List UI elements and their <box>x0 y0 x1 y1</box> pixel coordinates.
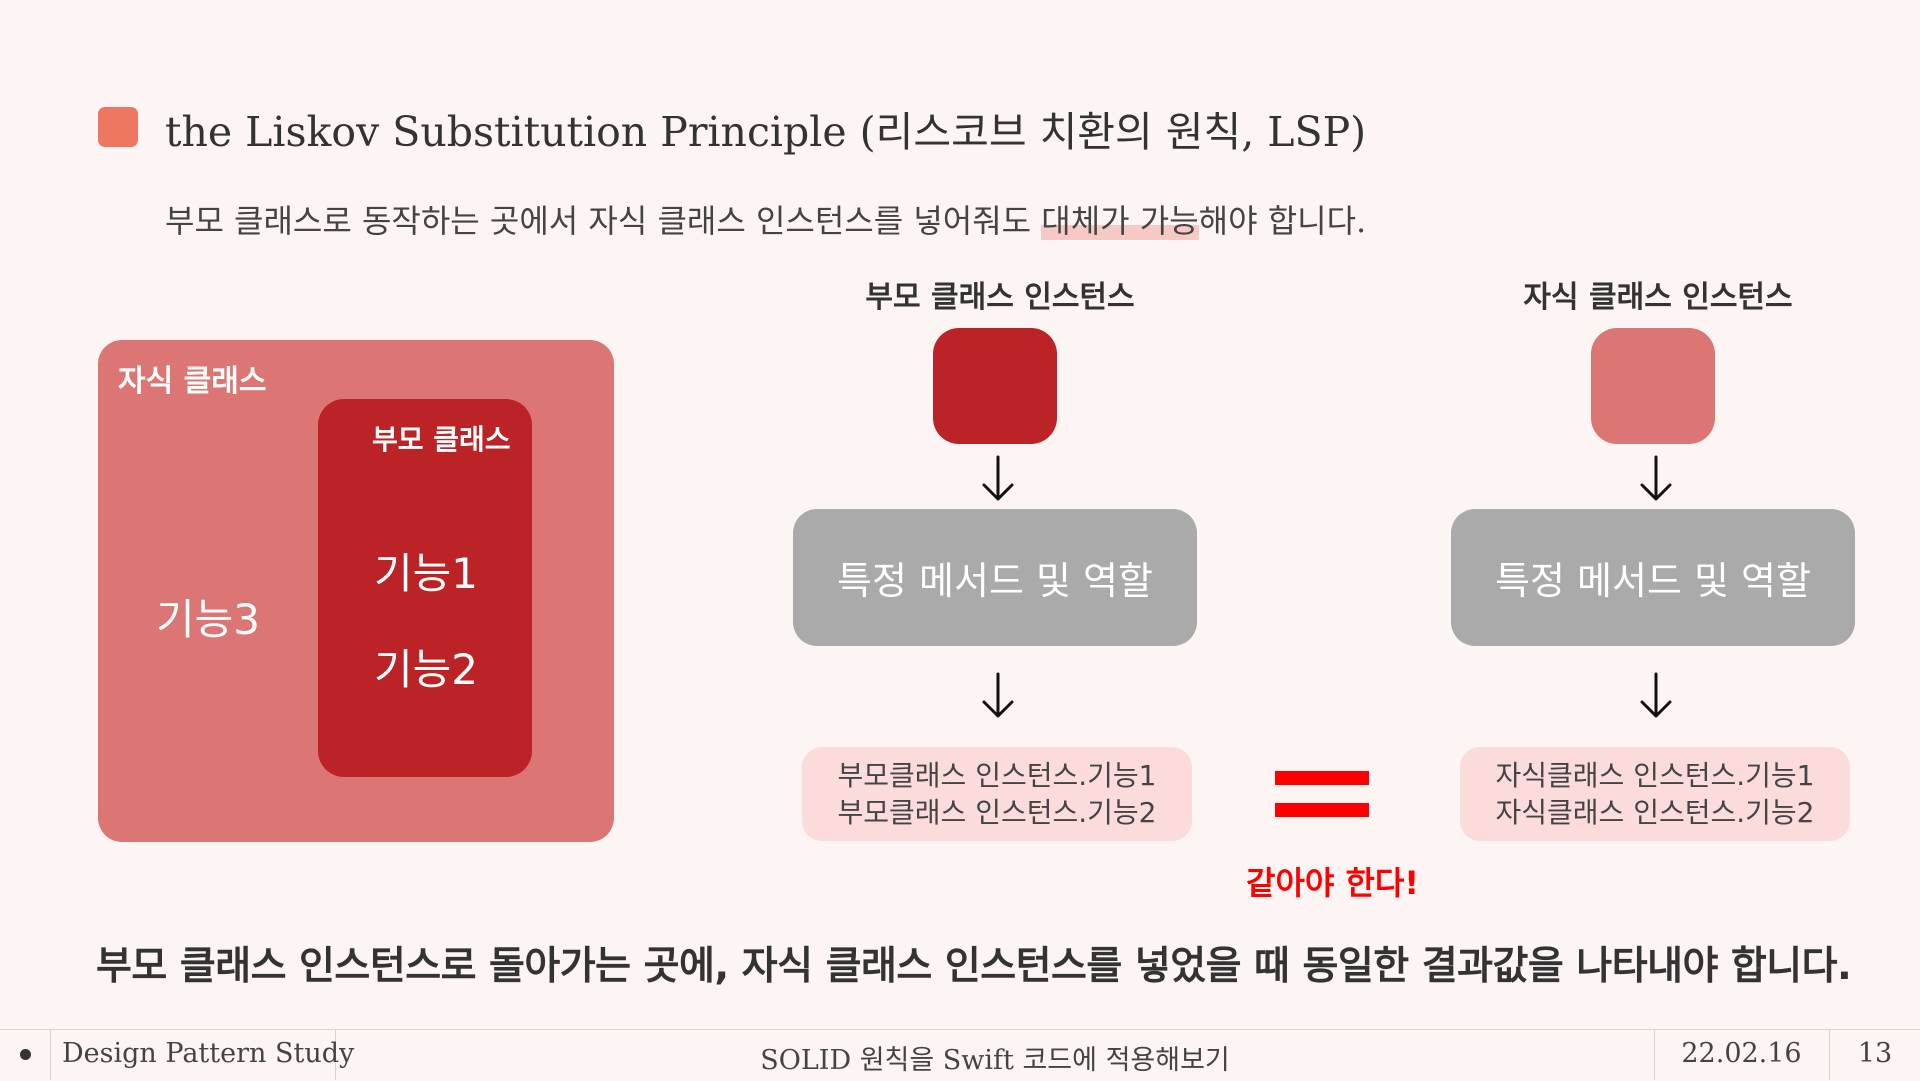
feature1-label: 기능1 <box>374 549 479 598</box>
footer-topic: SOLID 원칙을 Swift 코드에 적용해보기 <box>760 1045 1230 1076</box>
child-instance-heading: 자식 클래스 인스턴스 <box>1523 280 1793 315</box>
arrow-down-icon <box>1640 672 1672 718</box>
parent-instance-heading: 부모 클래스 인스턴스 <box>865 280 1135 315</box>
parent-class-box <box>318 399 532 777</box>
parent-result-line1: 부모클래스 인스턴스.기능1 <box>837 759 1157 792</box>
footer-divider <box>1654 1030 1655 1080</box>
slide-title: the Liskov Substitution Principle (리스코브 … <box>165 108 1367 156</box>
footer-page-number: 13 <box>1857 1038 1893 1069</box>
subtitle-text-end: 해야 합니다. <box>1198 202 1367 240</box>
child-method-box: 특정 메서드 및 역할 <box>1451 509 1855 646</box>
title-bullet <box>98 107 138 147</box>
slide-subtitle: 부모 클래스로 동작하는 곳에서 자식 클래스 인스턴스를 넣어줘도 대체가 가… <box>165 196 1366 242</box>
child-instance-square <box>1591 328 1715 444</box>
footer-study-name: Design Pattern Study <box>62 1038 355 1069</box>
footer-date: 22.02.16 <box>1681 1038 1802 1069</box>
footer-divider <box>1829 1030 1830 1080</box>
footer-divider <box>335 1030 336 1080</box>
parent-instance-square <box>933 328 1057 444</box>
equals-bar-bottom <box>1275 803 1369 817</box>
child-class-label: 자식 클래스 <box>118 364 267 399</box>
child-result-box: 자식클래스 인스턴스.기능1 자식클래스 인스턴스.기능2 <box>1460 747 1850 841</box>
feature3-label: 기능3 <box>156 595 261 644</box>
child-result-line2: 자식클래스 인스턴스.기능2 <box>1495 796 1815 829</box>
arrow-down-icon <box>1640 455 1672 501</box>
parent-class-label: 부모 클래스 <box>372 423 511 456</box>
subtitle-text: 부모 클래스로 동작하는 곳에서 자식 클래스 인스턴스를 넣어줘도 <box>165 202 1042 240</box>
footer-divider <box>50 1030 51 1080</box>
feature2-label: 기능2 <box>374 645 479 694</box>
parent-method-box: 특정 메서드 및 역할 <box>793 509 1197 646</box>
equal-caption: 같아야 한다! <box>1246 864 1419 902</box>
footer-bullet-icon <box>20 1049 31 1060</box>
parent-result-line2: 부모클래스 인스턴스.기능2 <box>837 796 1157 829</box>
parent-result-box: 부모클래스 인스턴스.기능1 부모클래스 인스턴스.기능2 <box>802 747 1192 841</box>
footer-bar <box>0 1029 1920 1081</box>
subtitle-highlight: 대체가 가능 <box>1041 202 1199 240</box>
conclusion-text: 부모 클래스 인스턴스로 돌아가는 곳에, 자식 클래스 인스턴스를 넣었을 때… <box>96 944 1852 989</box>
arrow-down-icon <box>982 672 1014 718</box>
arrow-down-icon <box>982 455 1014 501</box>
equals-bar-top <box>1275 771 1369 785</box>
child-result-line1: 자식클래스 인스턴스.기능1 <box>1495 759 1815 792</box>
